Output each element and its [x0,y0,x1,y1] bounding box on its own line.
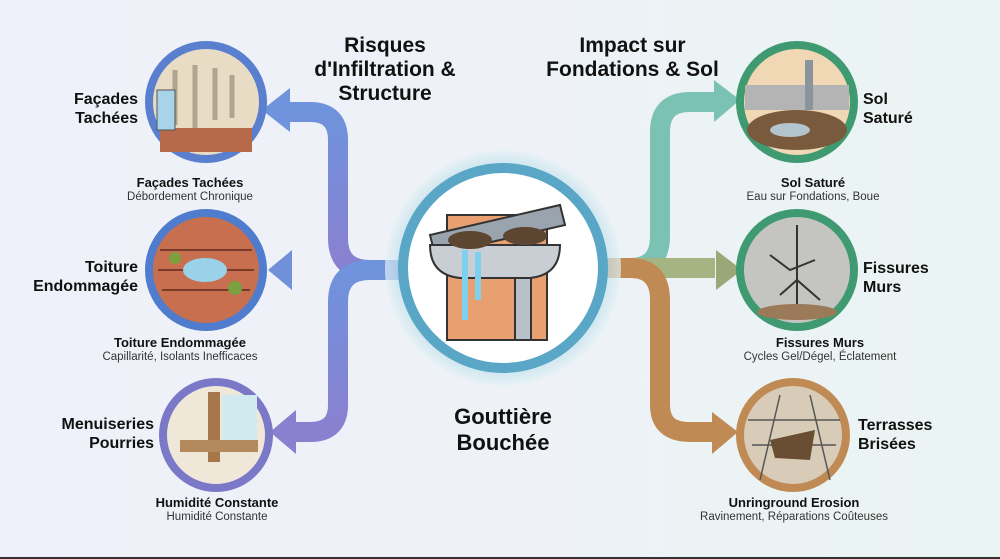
terrasses-image [736,378,850,492]
clogged-gutter-icon [428,203,567,341]
sol-sature-image [736,41,858,163]
arrowhead-facades [262,88,290,132]
arrowhead-terrasses [712,412,738,454]
facades-image [145,41,267,163]
toiture-image [145,209,267,331]
menuiseries-image [159,378,273,492]
center-title-line1: Gouttière [454,404,552,429]
left-section-header: Risques d'Infiltration & Structure [314,34,456,105]
center-title-line2: Bouchée [456,430,550,455]
arrowhead-sol [714,80,740,122]
arrow-to-facades [285,102,400,442]
fissures-murs-image [736,209,858,331]
center-title: Gouttière Bouchée [403,404,603,456]
arrowhead-menuiseries [270,410,296,454]
arrowhead-fissures [716,250,742,290]
bottom-border [0,557,1000,559]
right-section-header: Impact sur Fondations & Sol [546,34,719,81]
arrowhead-toiture [268,250,292,290]
